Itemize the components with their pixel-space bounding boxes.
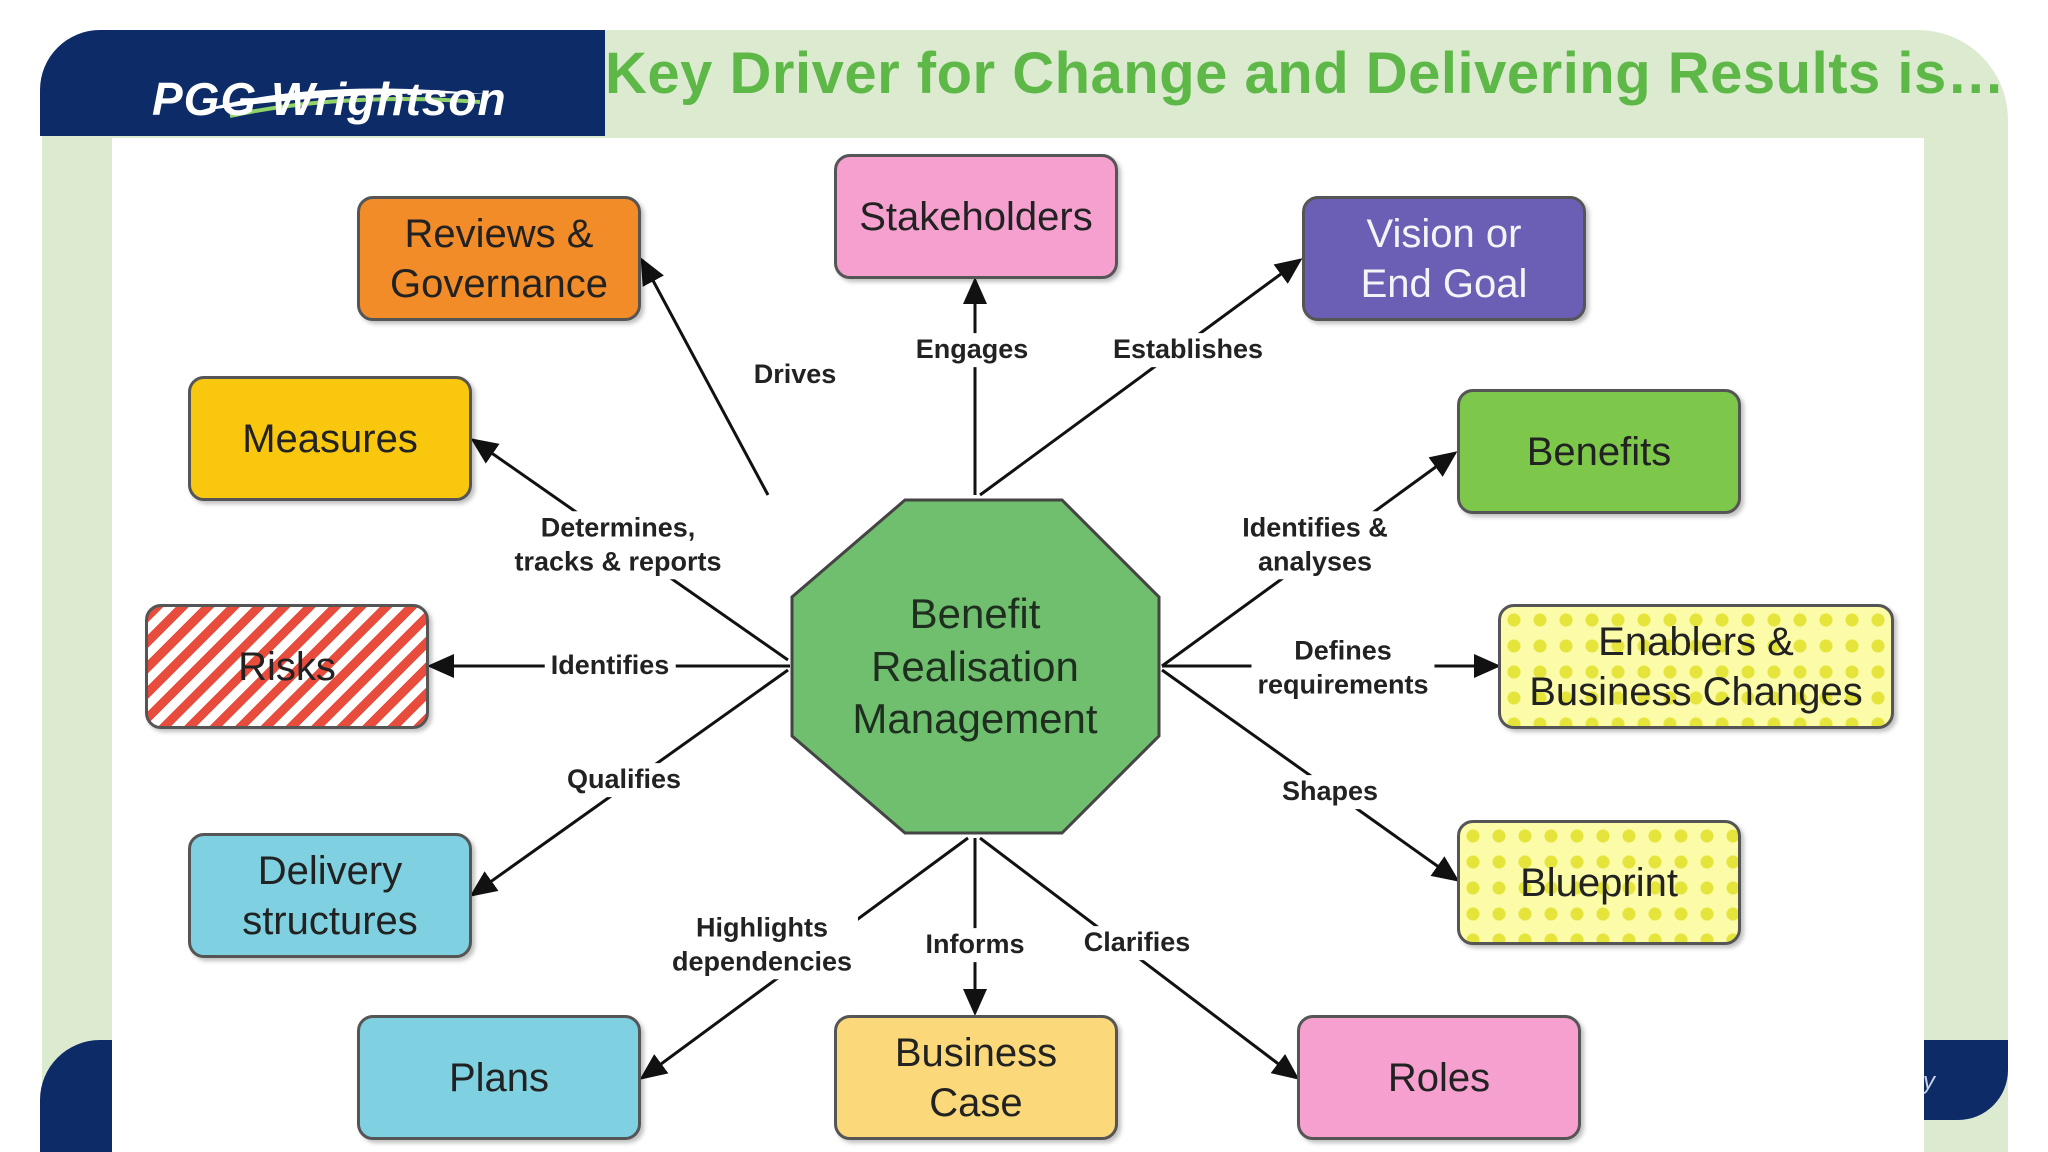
node-reviews: Reviews & Governance (357, 196, 641, 321)
node-business-case: Business Case (834, 1015, 1118, 1140)
connector-vision (979, 258, 1303, 497)
node-roles: Roles (1297, 1015, 1581, 1140)
node-plans: Plans (357, 1015, 641, 1140)
connector-blueprint (1161, 668, 1460, 882)
edge-label-roles: Clarifies (1077, 926, 1197, 960)
edge-label-benefits: Identifies & analyses (1236, 511, 1394, 579)
node-measures: Measures (188, 376, 472, 501)
logo-swoosh-icon (195, 88, 485, 118)
edge-label-plans: Highlights dependencies (665, 911, 859, 979)
hub-octagon (790, 498, 1161, 835)
connector-reviews (640, 257, 770, 496)
node-vision: Vision or End Goal (1302, 196, 1586, 321)
edge-label-enablers: Defines requirements (1251, 634, 1435, 702)
hub-label: Benefit Realisation Management (852, 590, 1098, 742)
node-blueprint: Blueprint (1457, 820, 1741, 945)
node-benefits: Benefits (1457, 389, 1741, 514)
node-risks: Risks (145, 604, 429, 729)
company-logo: PGG Wrightson (152, 73, 507, 125)
edge-label-stakeholders: Engages (909, 333, 1035, 367)
slide-title: Key Driver for Change and Delivering Res… (605, 41, 2006, 106)
edge-label-business-case: Informs (919, 928, 1031, 962)
edge-label-measures: Determines, tracks & reports (508, 511, 728, 579)
node-delivery: Delivery structures (188, 833, 472, 958)
logo-banner (40, 30, 605, 136)
edge-label-delivery: Qualifies (560, 763, 688, 797)
edge-label-blueprint: Shapes (1275, 775, 1385, 809)
edge-label-vision: Establishes (1106, 333, 1270, 367)
edge-label-reviews: Drives (747, 358, 843, 392)
edge-label-risks: Identifies (544, 649, 676, 683)
node-enablers: Enablers & Business Changes (1498, 604, 1894, 729)
node-stakeholders: Stakeholders (834, 154, 1118, 279)
